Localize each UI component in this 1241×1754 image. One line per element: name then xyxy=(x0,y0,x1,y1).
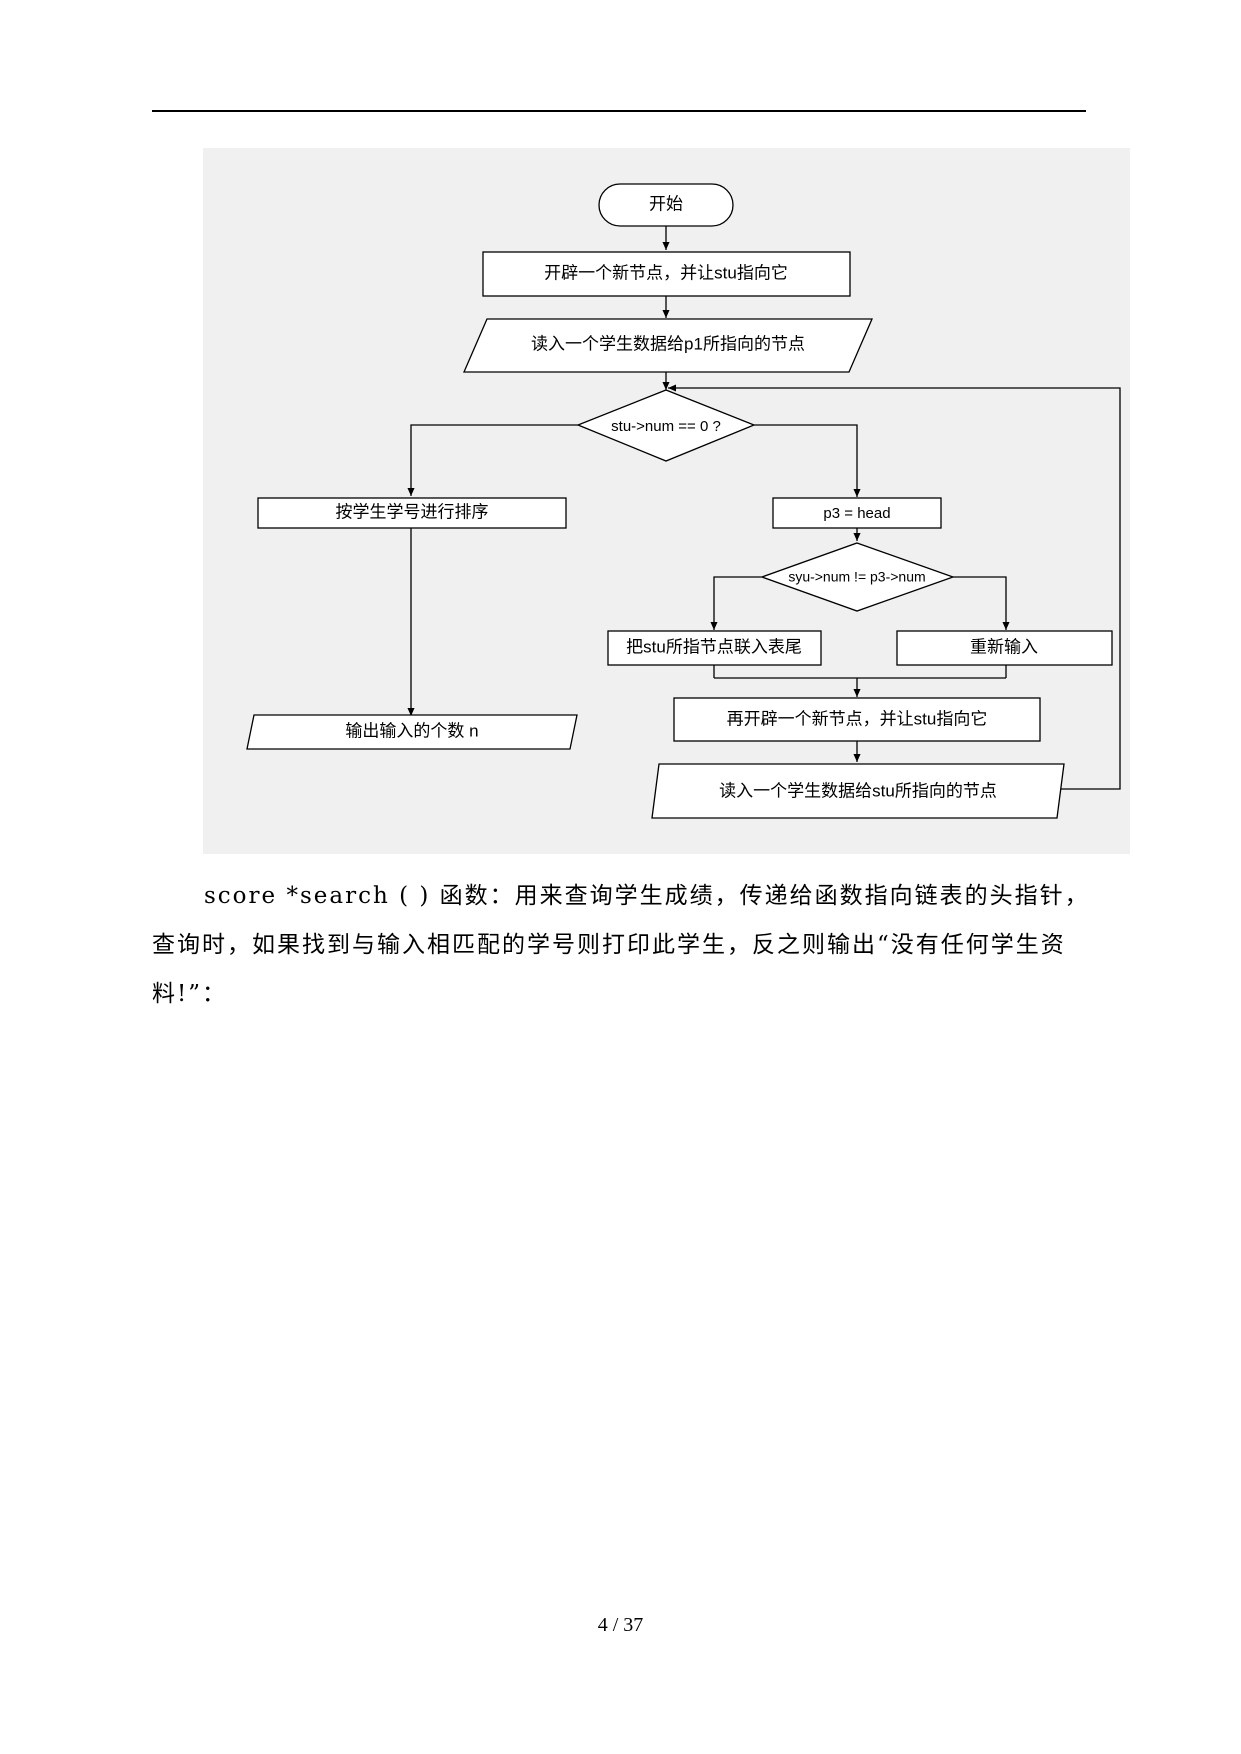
paragraph-text: score *search ( ) 函数：用来查询学生成绩，传递给函数指向链表的… xyxy=(152,883,1090,1007)
label-cond-num-ne: syu->num != p3->num xyxy=(788,569,925,585)
edge-cond-assign xyxy=(754,424,861,497)
label-output-count: 输出输入的个数 n xyxy=(345,721,478,740)
node-start xyxy=(598,183,734,227)
node-alloc-first xyxy=(482,251,851,297)
label-alloc-again: 再开辟一个新节点，并让stu指向它 xyxy=(727,709,988,728)
label-read-p1: 读入一个学生数据给p1所指向的节点 xyxy=(531,334,805,353)
label-alloc-first: 开辟一个新节点，并让stu指向它 xyxy=(544,263,788,282)
edge-cond2-reinput xyxy=(953,576,1010,630)
node-link-tail xyxy=(607,630,822,666)
node-output-count xyxy=(246,714,578,750)
flowchart-svg: 开始 开辟一个新节点，并让stu指向它 读入一个学生数据给p1所指向的节点 st… xyxy=(203,148,1130,854)
node-assign-p3 xyxy=(772,497,942,529)
page-number: 4 / 37 xyxy=(597,1614,644,1636)
edge-cond2-link xyxy=(710,576,762,630)
body-paragraph: score *search ( ) 函数：用来查询学生成绩，传递给函数指向链表的… xyxy=(152,872,1092,1019)
node-read-p1 xyxy=(463,318,873,373)
header-rule xyxy=(152,110,1086,112)
label-assign-p3: p3 = head xyxy=(823,505,890,522)
node-reinput xyxy=(896,630,1113,666)
label-link-tail: 把stu所指节点联入表尾 xyxy=(626,637,802,656)
edge-cond-sort xyxy=(407,424,578,496)
node-sort xyxy=(257,497,567,529)
label-start: 开始 xyxy=(649,194,683,213)
node-alloc-again xyxy=(673,697,1041,742)
flowchart-figure: 开始 开辟一个新节点，并让stu指向它 读入一个学生数据给p1所指向的节点 st… xyxy=(203,148,1130,854)
node-cond-num-ne xyxy=(760,542,955,612)
label-read-stu: 读入一个学生数据给stu所指向的节点 xyxy=(719,781,997,800)
label-cond-num-zero: stu->num == 0 ? xyxy=(611,418,721,435)
node-cond-num-zero xyxy=(576,389,756,462)
node-read-stu xyxy=(651,763,1065,819)
edge-loop-back xyxy=(668,384,1121,790)
label-reinput: 重新输入 xyxy=(970,637,1038,656)
label-sort: 按学生学号进行排序 xyxy=(336,502,489,521)
